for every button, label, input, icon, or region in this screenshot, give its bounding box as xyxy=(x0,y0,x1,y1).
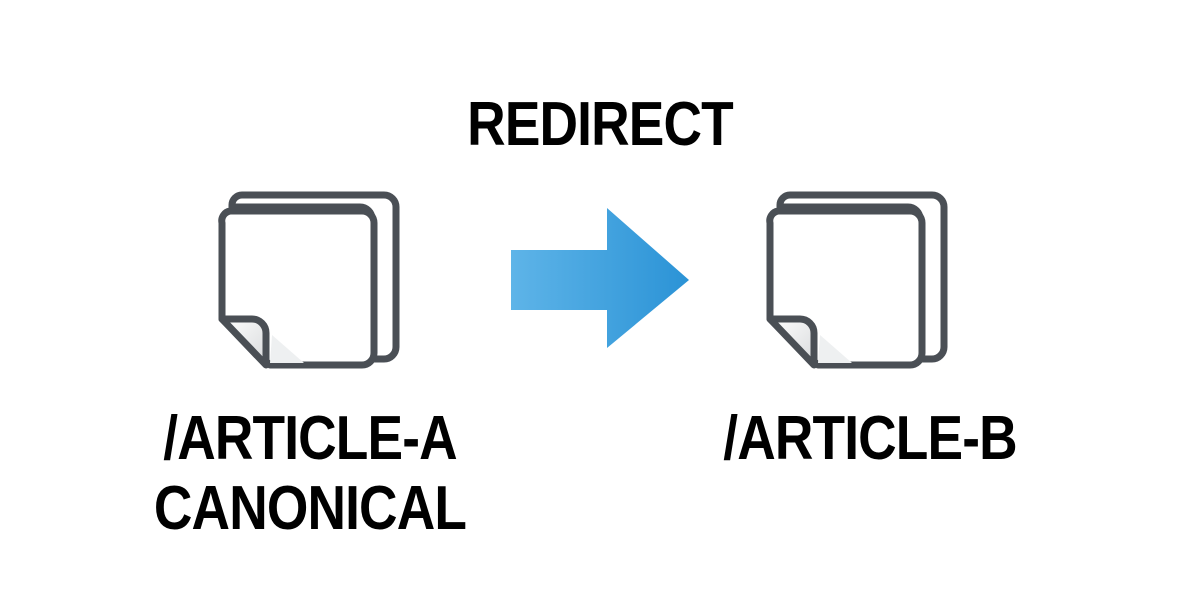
diagram-title: REDIRECT xyxy=(467,90,734,159)
canonical-tag-label: CANONICAL xyxy=(153,474,467,543)
target-path-label: /ARTICLE-B xyxy=(723,404,1017,473)
source-path-label: /ARTICLE-A xyxy=(163,404,457,473)
document-stack-icon xyxy=(218,191,400,369)
document-stack-icon xyxy=(766,191,948,369)
arrow-right-icon xyxy=(511,208,689,348)
